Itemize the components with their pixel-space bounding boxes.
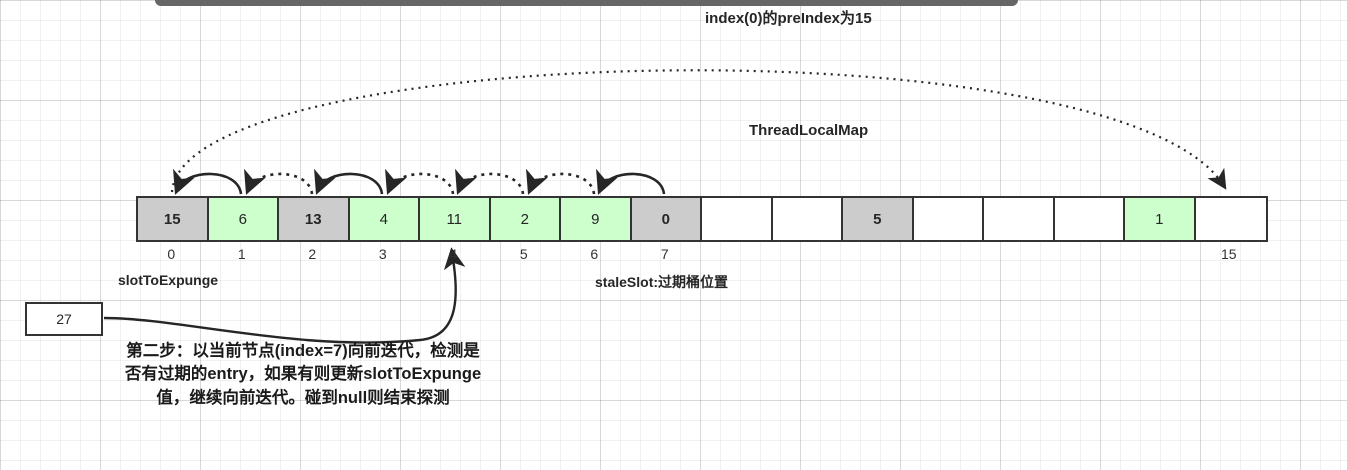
index-label-4: 4 (449, 246, 458, 262)
table-cell-14[interactable]: 1 (1125, 198, 1196, 240)
table-cell-1[interactable]: 6 (208, 198, 279, 240)
side-value-box[interactable]: 27 (25, 302, 103, 336)
index-label-3: 3 (378, 246, 387, 262)
threadlocalmap-table: 15 6 13 4 11 2 9 0 5 1 (136, 196, 1268, 242)
table-cell-15[interactable] (1195, 198, 1266, 240)
table-cell-12[interactable] (984, 198, 1055, 240)
step-caption: 第二步：以当前节点(index=7)向前迭代，检测是否有过期的entry，如果有… (124, 342, 482, 407)
table-cell-10[interactable]: 5 (843, 198, 914, 240)
table-cell-8[interactable] (702, 198, 773, 240)
table-cell-2[interactable]: 13 (279, 198, 350, 240)
index-label-7: 7 (660, 246, 669, 262)
table-cell-5[interactable]: 2 (490, 198, 561, 240)
table-cell-0[interactable]: 15 (138, 198, 209, 240)
table-cell-4[interactable]: 11 (420, 198, 491, 240)
table-cell-13[interactable] (1054, 198, 1125, 240)
threadlocalmap-label: ThreadLocalMap (749, 122, 869, 139)
window-titlebar-strip (155, 0, 1018, 6)
index-label-15: 15 (1220, 246, 1237, 262)
table-cell-7[interactable]: 0 (631, 198, 702, 240)
wraparound-arc (170, 69, 1227, 193)
slot-to-expunge-label: slotToExpunge (118, 272, 219, 288)
chain-arcs (173, 168, 666, 195)
table-cell-9[interactable] (772, 198, 843, 240)
table-cell-6[interactable]: 9 (561, 198, 632, 240)
table-cell-3[interactable]: 4 (349, 198, 420, 240)
stale-slot-label: staleSlot:过期桶位置 (595, 274, 729, 290)
index-label-6: 6 (590, 246, 599, 262)
table-cell-11[interactable] (913, 198, 984, 240)
index-label-row: 0 1 2 3 4 5 6 7 15 (136, 246, 1264, 266)
index-label-1: 1 (237, 246, 246, 262)
index-label-5: 5 (519, 246, 528, 262)
index-label-0: 0 (167, 246, 176, 262)
preindex-note: index(0)的preIndex为15 (705, 10, 872, 27)
index-label-2: 2 (308, 246, 317, 262)
